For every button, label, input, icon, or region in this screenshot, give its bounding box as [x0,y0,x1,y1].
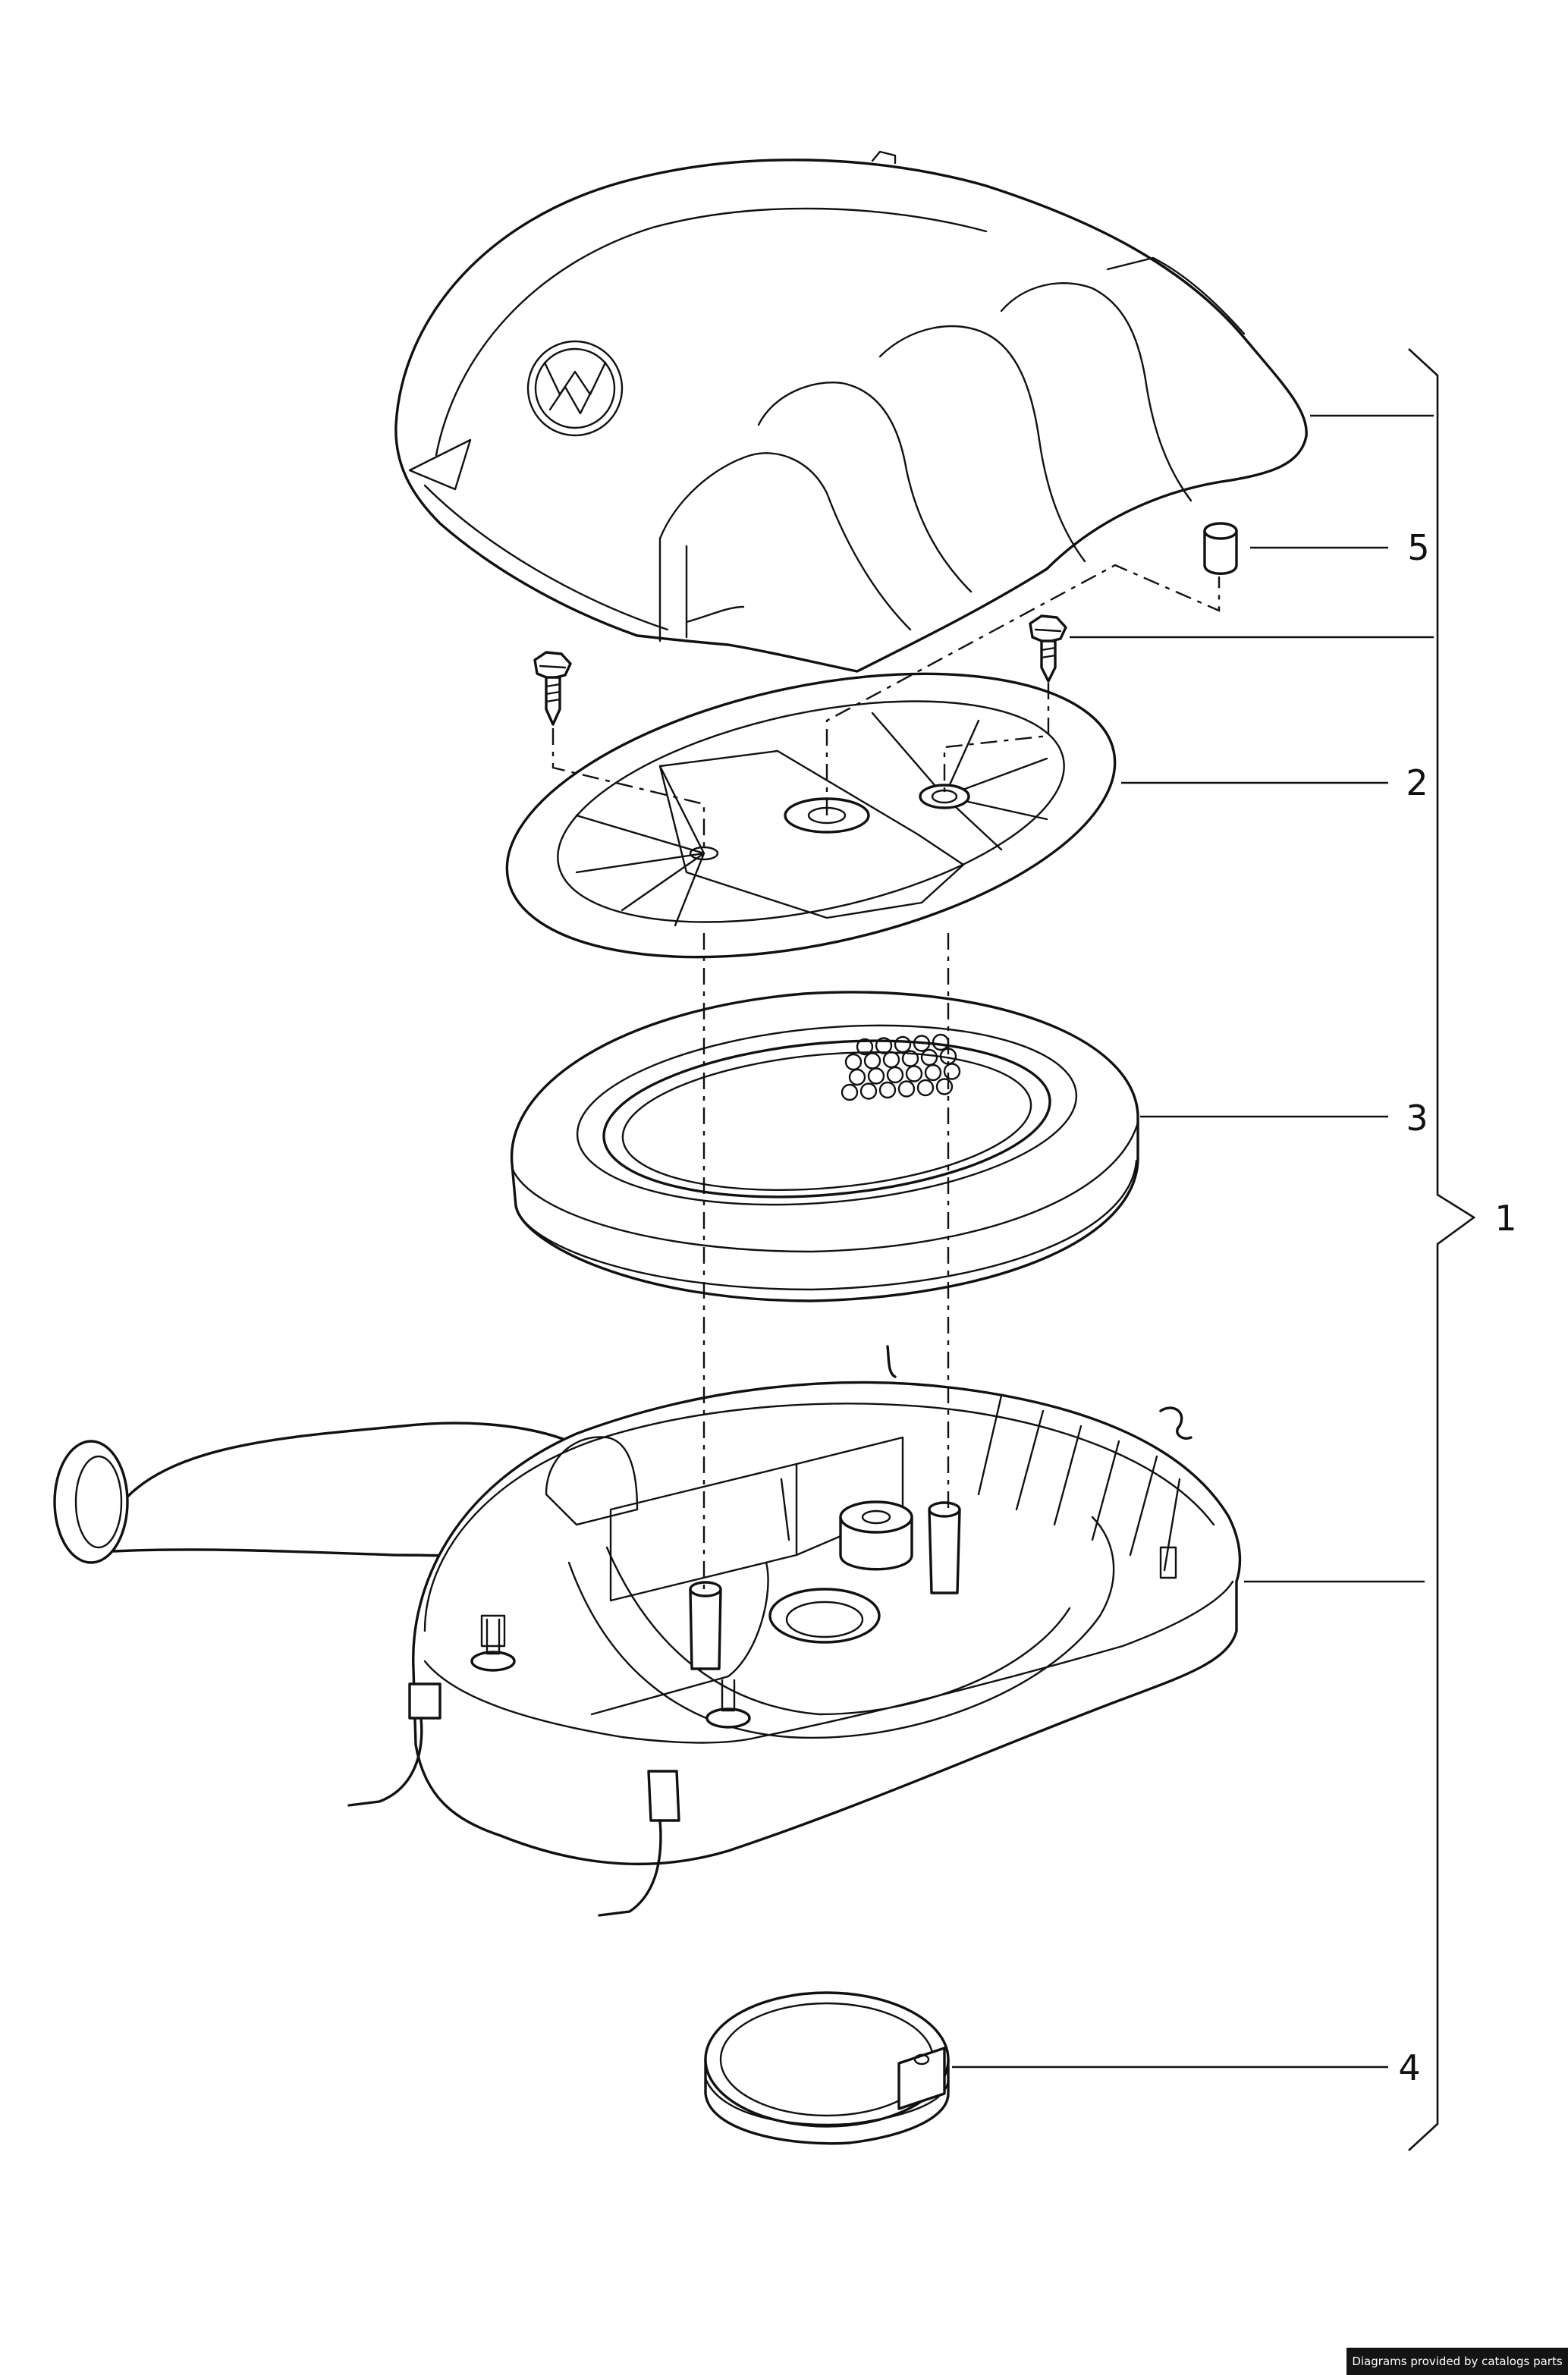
callout-2: 2 [1406,762,1428,803]
filter-vent-holes [841,1033,961,1101]
filter-lid-part-2 [505,672,1117,959]
cap-part-5 [1203,522,1238,575]
vent-hole-3-4 [916,1079,935,1097]
vent-hole-2-0 [848,1068,866,1086]
vent-hole-3-1 [859,1082,878,1100]
air-filter-housing [53,1345,1242,1917]
vent-hole-0-3 [913,1035,931,1052]
vent-hole-3-2 [878,1081,897,1099]
vent-hole-2-2 [886,1066,904,1084]
vent-hole-2-5 [943,1063,961,1080]
callout-3: 3 [1406,1098,1428,1139]
callout-1: 1 [1494,1198,1516,1239]
callout-5: 5 [1407,527,1429,568]
vent-hole-0-2 [894,1035,912,1054]
vent-hole-2-1 [867,1067,885,1085]
seal-ring-part-4 [704,1991,950,2145]
assembly-bracket [1408,348,1476,2151]
vent-hole-3-0 [841,1083,859,1101]
filter-element-part-3 [510,991,1139,1302]
vent-hole-0-1 [875,1037,893,1054]
vent-hole-0-0 [856,1038,874,1056]
engine-cover [394,150,1308,673]
diagram-credit: Diagrams provided by catalogs parts [1346,2348,1568,2375]
vent-hole-2-4 [924,1063,942,1082]
leader-lines [952,414,1434,2069]
screw-left [533,651,572,726]
assembly-lines [551,564,1221,1589]
callout-4: 4 [1398,2047,1420,2088]
vent-hole-3-5 [935,1078,954,1095]
vent-hole-2-3 [905,1065,923,1082]
vent-hole-3-3 [897,1080,916,1098]
screw-right [1029,614,1067,683]
